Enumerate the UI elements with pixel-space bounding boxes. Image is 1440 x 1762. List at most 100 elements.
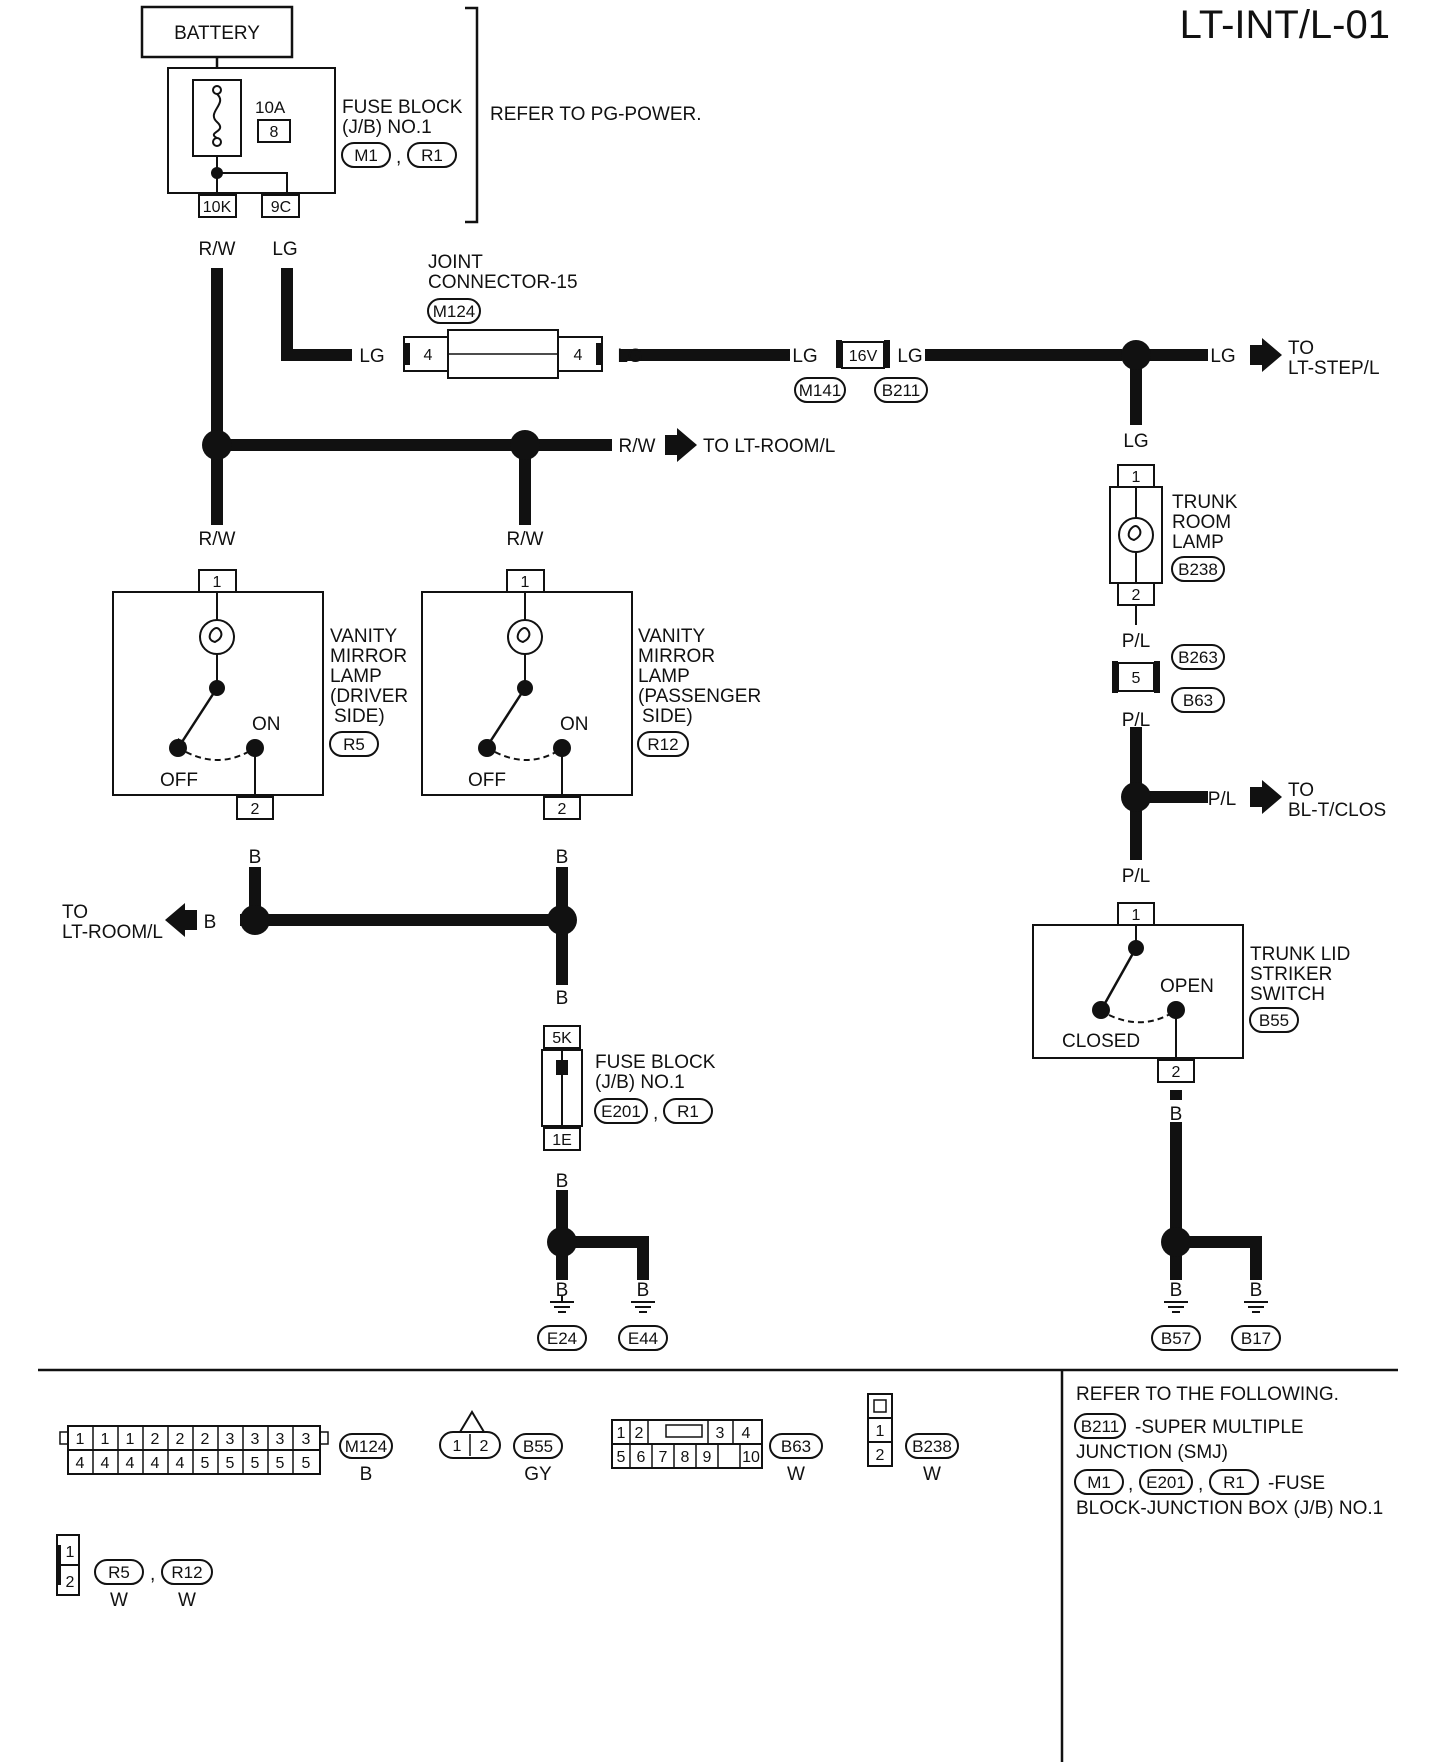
conn-b55: B55: [1259, 1011, 1289, 1030]
battery-label: BATTERY: [174, 23, 260, 44]
legend-r5-color: W: [110, 1590, 128, 1611]
trunk-switch-label-1: TRUNK LID: [1250, 944, 1350, 965]
svg-text:5: 5: [617, 1449, 626, 1466]
wire-b-8: B: [637, 1280, 650, 1301]
refer-jb-e201: E201: [1146, 1473, 1186, 1492]
wire-lg-7: LG: [1123, 431, 1148, 452]
vanity-driver-pin1: 1: [213, 574, 222, 591]
svg-text:,: ,: [653, 1103, 658, 1124]
trunk-switch-pin1: 1: [1132, 907, 1141, 924]
wire-rw-3: R/W: [199, 529, 236, 550]
svg-text:,: ,: [150, 1564, 155, 1585]
legend-r12-id: R12: [171, 1563, 202, 1582]
dest-step-1: TO: [1288, 338, 1314, 359]
wire-b-1: B: [249, 847, 262, 868]
refer-jb-text-1: -FUSE: [1268, 1473, 1325, 1494]
page-code: LT-INT/L-01: [1180, 3, 1390, 47]
wire-b-3: B: [204, 912, 217, 933]
refer-heading: REFER TO THE FOLLOWING.: [1076, 1384, 1339, 1405]
wire-b-6: B: [1170, 1104, 1183, 1125]
fuse-block-bottom: 5K 1E: [541, 1025, 583, 1151]
legend-b63-color: W: [787, 1464, 805, 1485]
splice-dots: [202, 340, 1191, 1257]
dest-room: TO LT-ROOM/L: [703, 436, 835, 457]
arrow-to-room-left: [165, 903, 197, 937]
legend-b55-id: B55: [523, 1437, 553, 1456]
svg-text:2: 2: [66, 1574, 75, 1591]
ground-b17: B17: [1241, 1329, 1271, 1348]
trunk-lamp-pin2: 2: [1132, 587, 1141, 604]
joint-connector-15: 4 4: [403, 329, 603, 379]
svg-text:,: ,: [1198, 1474, 1203, 1495]
svg-text:10: 10: [742, 1449, 760, 1466]
vanity-driver-pin2: 2: [251, 801, 260, 818]
wire-pl-3: P/L: [1208, 789, 1237, 810]
refer-smj-conn: B211: [1081, 1417, 1119, 1436]
wire-b-5: B: [556, 1171, 569, 1192]
wire-pl-4: P/L: [1122, 866, 1151, 887]
joint-label-2: CONNECTOR-15: [428, 272, 578, 293]
svg-text:6: 6: [637, 1449, 646, 1466]
trunk-switch-open: OPEN: [1160, 976, 1214, 997]
fuse-bottom-label-2: (J/B) NO.1: [595, 1072, 685, 1093]
fuse-bottom-term-1e: 1E: [552, 1132, 572, 1149]
vanity-driver-label-3: LAMP: [330, 666, 382, 687]
refer-jb-r1: R1: [1223, 1473, 1245, 1492]
svg-text:2: 2: [201, 1431, 210, 1448]
svg-text:1: 1: [66, 1544, 75, 1561]
legend-m124-id: M124: [345, 1437, 388, 1456]
wire-rw-4: R/W: [507, 529, 544, 550]
conn-r1-bottom: R1: [677, 1102, 699, 1121]
wire-lg-6: LG: [1210, 346, 1235, 367]
vanity-driver-label-2: MIRROR: [330, 646, 407, 667]
vanity-pass-label-2: MIRROR: [638, 646, 715, 667]
fuse-number: 8: [270, 124, 279, 141]
arrow-to-bl: [1250, 780, 1282, 814]
trunk-lid-striker-switch: 1 CLOSED OPEN 2: [1032, 902, 1244, 1083]
conn-b211: B211: [882, 381, 920, 400]
wire-lg-3: LG: [617, 346, 642, 367]
vanity-driver-label-5: SIDE): [334, 706, 385, 727]
legend-connector-b63: 1 2 3 4 5 6 7 8 9 10 B63 W: [611, 1419, 823, 1485]
inline-5-pin: 5: [1132, 670, 1141, 687]
svg-text:,: ,: [1128, 1474, 1133, 1495]
terminal-9c: 9C: [271, 199, 291, 216]
terminal-10k: 10K: [203, 199, 232, 216]
legend-m124-color: B: [360, 1464, 373, 1485]
trunk-switch-closed: CLOSED: [1062, 1031, 1140, 1052]
dest-step-2: LT-STEP/L: [1288, 358, 1380, 379]
refer-jb-text-2: BLOCK-JUNCTION BOX (J/B) NO.1: [1076, 1498, 1383, 1519]
svg-text:5: 5: [302, 1455, 311, 1472]
wire-pl-2: P/L: [1122, 710, 1151, 731]
svg-text:5: 5: [276, 1455, 285, 1472]
svg-text:4: 4: [126, 1455, 135, 1472]
inline-connector-16v: 16V M141 B211: [794, 340, 928, 403]
inline-connector-5: 5 B263 B63: [1112, 605, 1225, 713]
fuse-bottom-term-5k: 5K: [552, 1030, 572, 1047]
svg-text:1: 1: [76, 1431, 85, 1448]
vanity-pass-label-5: SIDE): [642, 706, 693, 727]
svg-text:5: 5: [201, 1455, 210, 1472]
wire-b-2: B: [556, 847, 569, 868]
wires: [211, 268, 1262, 1280]
wire-rw-1: R/W: [199, 239, 236, 260]
legend-connector-b238: 1 2 B238 W: [867, 1393, 959, 1485]
legend-b55-color: GY: [524, 1464, 552, 1485]
vanity-pass-label-1: VANITY: [638, 626, 706, 647]
vanity-pass-label-3: LAMP: [638, 666, 690, 687]
fuse-amp: 10A: [255, 98, 286, 117]
legend-b238-color: W: [923, 1464, 941, 1485]
ground-symbols: [550, 1296, 1268, 1313]
svg-text:4: 4: [76, 1455, 85, 1472]
ground-e44: E44: [628, 1329, 658, 1348]
wire-lg-4: LG: [792, 346, 817, 367]
svg-text:8: 8: [681, 1449, 690, 1466]
svg-text:2: 2: [876, 1447, 885, 1464]
conn-m1-top: M1: [354, 146, 378, 165]
conn-b63: B63: [1183, 691, 1213, 710]
svg-text:3: 3: [251, 1431, 260, 1448]
svg-text:4: 4: [101, 1455, 110, 1472]
legend-r5-id: R5: [108, 1563, 130, 1582]
wire-pl-1: P/L: [1122, 631, 1151, 652]
